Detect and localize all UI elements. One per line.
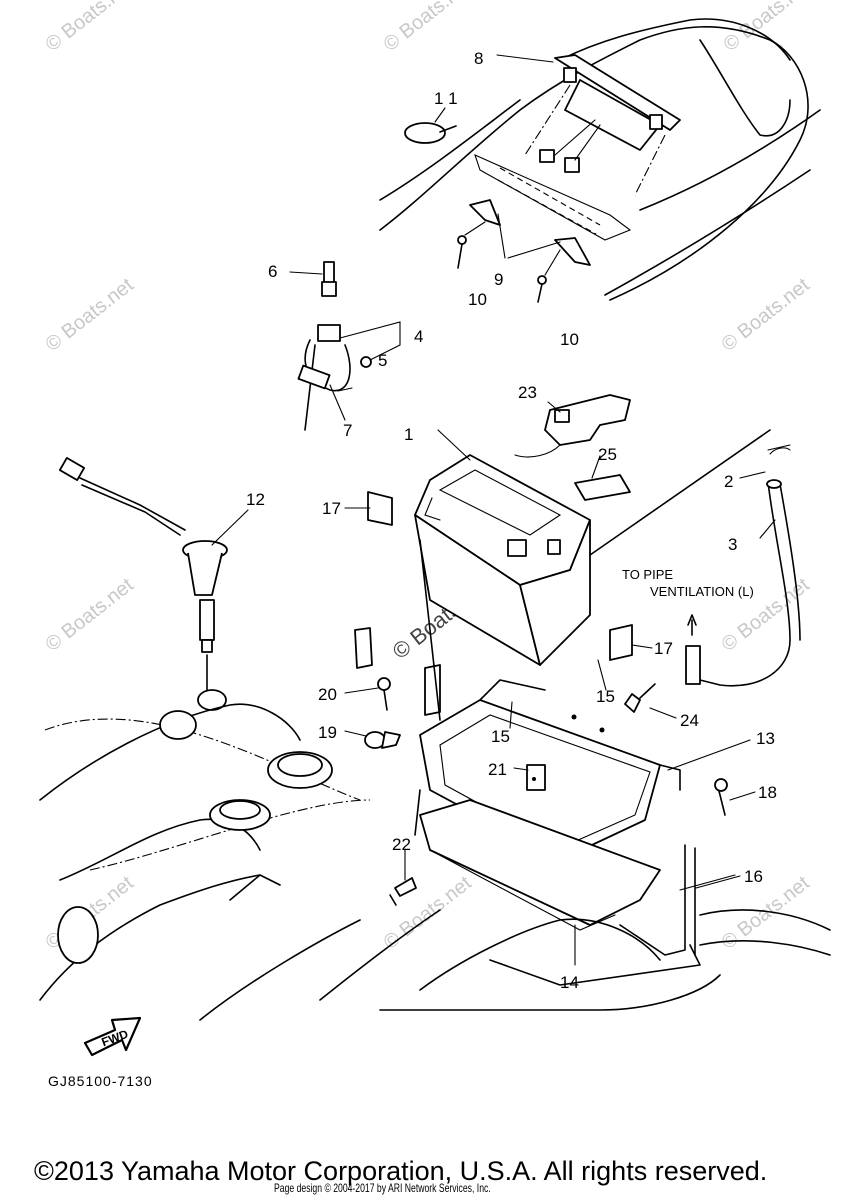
- part-1-battery: [414, 429, 771, 721]
- callout-20: 20: [318, 685, 337, 704]
- part-16-bracket: [619, 844, 736, 956]
- parts-diagram: © Boats.net © Boats.net © Boats.net © Bo…: [39, 0, 831, 1057]
- callout-10b: 10: [560, 330, 579, 349]
- part-4-7-clamp-assembly: [297, 261, 401, 431]
- callout-8: 8: [474, 49, 483, 68]
- watermark: © Boats.net: [380, 872, 476, 954]
- callout-11: 1 1: [434, 89, 458, 108]
- part-13-14-battery-box: [414, 679, 681, 931]
- callout-9: 9: [494, 270, 503, 289]
- watermark: © Boats.net: [42, 574, 138, 656]
- ventilation-note: TO PIPE VENTILATION (L): [622, 567, 754, 599]
- callout-15b: 15: [491, 727, 510, 746]
- hull-bottom-outline: [39, 703, 831, 1021]
- callout-7: 7: [343, 421, 352, 440]
- leader-lines: [211, 54, 776, 966]
- copyright-notice: ©2013 Yamaha Motor Corporation, U.S.A. A…: [34, 1156, 768, 1186]
- callout-21: 21: [488, 760, 507, 779]
- part-8-cover: [524, 54, 681, 196]
- callout-12: 12: [246, 490, 265, 509]
- watermark: © Boats.net: [42, 0, 138, 56]
- callout-6: 6: [268, 262, 277, 281]
- callout-18: 18: [758, 783, 777, 802]
- callout-19: 19: [318, 723, 337, 742]
- callout-10a: 10: [468, 290, 487, 309]
- callout-3: 3: [728, 535, 737, 554]
- callout-24: 24: [680, 711, 699, 730]
- note-line-1: TO PIPE: [622, 567, 673, 582]
- callout-23: 23: [518, 383, 537, 402]
- part-12-sensor: [58, 457, 228, 711]
- callout-16: 16: [744, 867, 763, 886]
- watermark: © Boats.net: [718, 274, 814, 356]
- fasteners-18-24: [364, 677, 728, 906]
- hull-top-outline: [379, 18, 821, 301]
- part-9-10-fasteners: [457, 199, 591, 303]
- drawing-code: GJ85100-7130: [48, 1073, 153, 1089]
- part-11-clamp: [404, 107, 457, 144]
- callout-17a: 17: [322, 499, 341, 518]
- part-23-bracket: [514, 394, 631, 458]
- callout-22: 22: [392, 835, 411, 854]
- watermark: © Boats.net: [380, 0, 476, 56]
- callout-4: 4: [414, 327, 423, 346]
- callout-15a: 15: [596, 687, 615, 706]
- callout-25: 25: [598, 445, 617, 464]
- fwd-arrow-icon: FWD: [83, 1016, 142, 1057]
- note-line-2: VENTILATION (L): [650, 584, 754, 599]
- callout-numbers: 1 2 3 4 5 6 7 8 9 10 10 1 1 12 13 14 15 …: [246, 49, 777, 992]
- labels-17-25: [354, 474, 633, 716]
- callout-13: 13: [756, 729, 775, 748]
- watermark: © Boats.net: [42, 274, 138, 356]
- callout-2: 2: [724, 472, 733, 491]
- callout-5: 5: [378, 351, 387, 370]
- watermark: © Boats.net: [720, 0, 816, 56]
- page-design-credit: Page design © 2004-2017 by ARI Network S…: [274, 1181, 491, 1195]
- part-2-3-hose: [685, 444, 801, 687]
- callout-1: 1: [404, 425, 413, 444]
- callout-14: 14: [560, 973, 579, 992]
- callout-17b: 17: [654, 639, 673, 658]
